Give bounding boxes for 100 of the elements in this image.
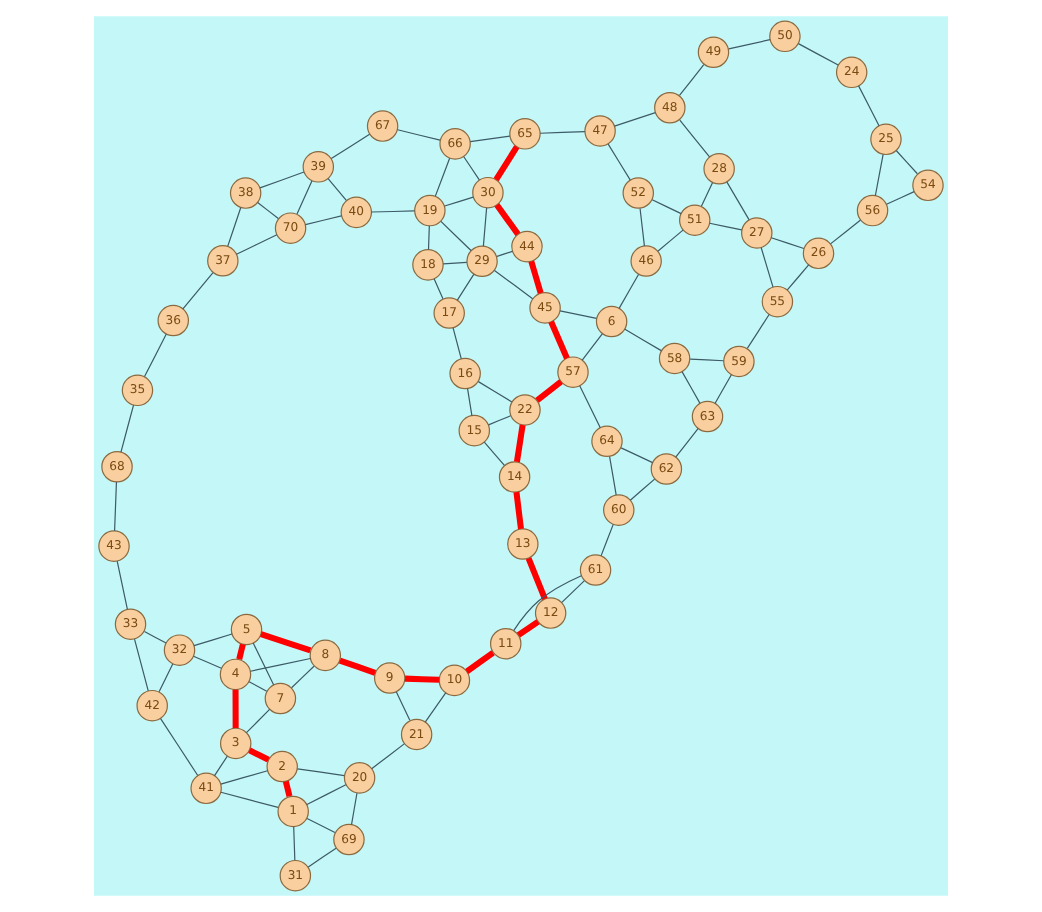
- connector: [133, 638, 149, 692]
- connector: [709, 222, 743, 231]
- connector: [220, 791, 279, 808]
- connector: [452, 327, 462, 360]
- connector: [760, 246, 774, 288]
- connector: [192, 655, 222, 669]
- connector: [397, 129, 441, 141]
- connector: [469, 135, 511, 143]
- connector: [714, 374, 732, 404]
- connector: [513, 491, 524, 530]
- connector: [248, 681, 268, 692]
- connector: [477, 381, 513, 403]
- connector: [770, 237, 805, 250]
- connector: [516, 619, 540, 638]
- connector: [143, 631, 167, 644]
- connector: [624, 328, 662, 352]
- connector: [213, 755, 228, 777]
- connector: [114, 481, 118, 532]
- connector: [657, 229, 684, 252]
- connector: [440, 220, 472, 252]
- connector: [535, 379, 563, 403]
- connector: [525, 557, 548, 600]
- connector: [678, 63, 705, 97]
- connector: [548, 320, 570, 360]
- connector: [220, 770, 269, 785]
- connector: [786, 264, 810, 291]
- connector: [487, 415, 512, 426]
- connector: [581, 333, 603, 361]
- connector: [296, 180, 313, 215]
- connector: [296, 768, 345, 777]
- connector: [681, 371, 701, 404]
- connector: [143, 333, 167, 378]
- connector: [728, 39, 771, 50]
- connector: [427, 225, 430, 251]
- connector: [193, 633, 233, 647]
- connector: [539, 130, 586, 134]
- connector: [293, 826, 296, 861]
- connector: [858, 85, 880, 127]
- connector: [620, 447, 654, 464]
- connector: [257, 201, 279, 220]
- connector: [248, 747, 270, 763]
- connector: [513, 575, 582, 632]
- connector: [600, 524, 614, 557]
- connector: [513, 424, 526, 463]
- connector: [456, 273, 475, 301]
- connector: [444, 196, 474, 207]
- connector: [895, 150, 918, 175]
- connector: [496, 250, 513, 257]
- connector: [232, 689, 239, 729]
- connector: [120, 404, 135, 453]
- connector: [290, 665, 315, 689]
- connector: [282, 780, 293, 797]
- connector: [330, 133, 371, 160]
- connector: [482, 207, 488, 247]
- connector: [236, 643, 246, 660]
- connector: [245, 708, 271, 734]
- connector: [493, 145, 520, 182]
- connector: [493, 269, 534, 300]
- connector: [249, 657, 312, 672]
- connector: [371, 743, 406, 770]
- connector: [528, 260, 544, 294]
- connector: [434, 157, 451, 197]
- connector: [259, 171, 305, 189]
- connector: [404, 675, 440, 683]
- connector: [613, 111, 656, 127]
- connector: [306, 817, 336, 834]
- connector: [350, 792, 358, 826]
- connector: [116, 560, 128, 610]
- connector: [639, 207, 645, 247]
- connector: [160, 717, 199, 776]
- connector: [338, 657, 377, 676]
- connector: [433, 278, 444, 300]
- connector: [885, 191, 915, 205]
- connector: [651, 199, 682, 215]
- connector: [607, 143, 631, 181]
- connector: [182, 272, 214, 310]
- connector: [561, 580, 585, 603]
- connector: [629, 478, 656, 501]
- connector: [463, 156, 480, 181]
- connector: [465, 650, 495, 674]
- connector: [559, 310, 598, 320]
- connector: [797, 43, 839, 66]
- connector: [700, 182, 714, 207]
- connector: [579, 385, 601, 429]
- connector: [689, 358, 725, 362]
- connector: [306, 784, 347, 806]
- connector: [679, 119, 711, 158]
- connector: [260, 631, 312, 654]
- connector: [618, 273, 640, 309]
- connector: [609, 455, 617, 496]
- connector: [746, 313, 770, 349]
- connector: [726, 181, 750, 221]
- connector: [370, 210, 416, 213]
- connector: [424, 692, 447, 723]
- connector: [307, 847, 337, 868]
- connector: [252, 642, 275, 686]
- connector: [675, 428, 699, 458]
- connector: [466, 388, 473, 417]
- connector: [442, 261, 468, 265]
- connector: [874, 153, 884, 197]
